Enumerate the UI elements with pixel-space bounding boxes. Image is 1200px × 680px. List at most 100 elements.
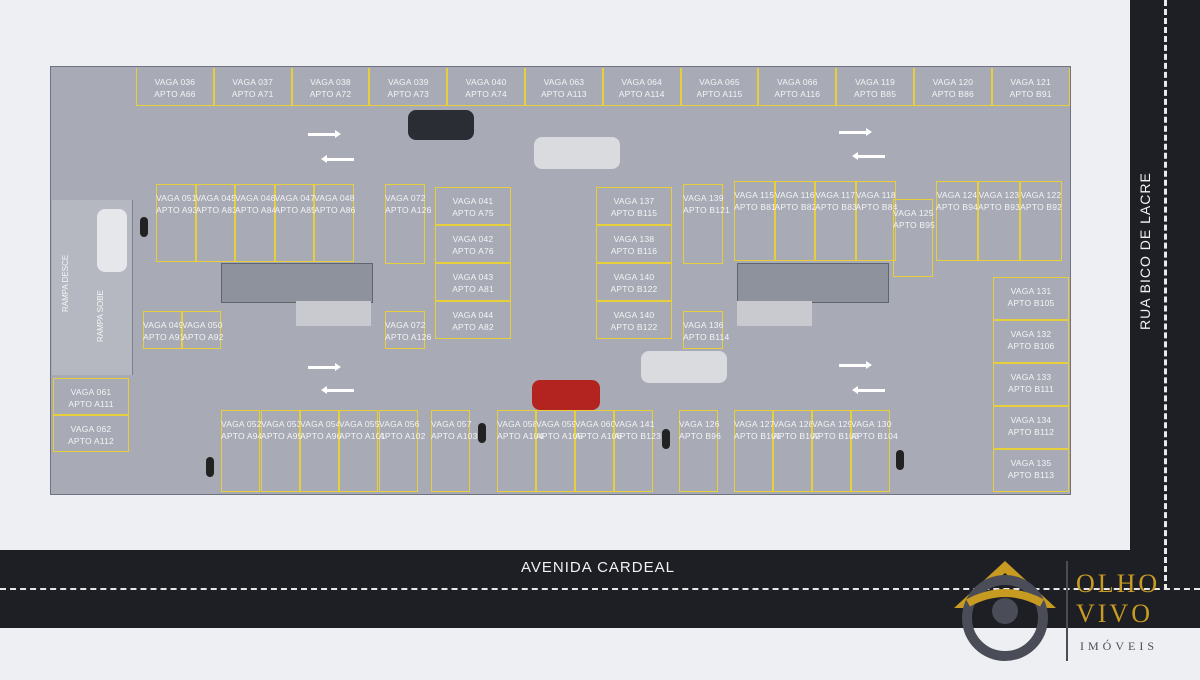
parking-spot — [936, 181, 978, 261]
street-label-avenida: AVENIDA CARDEAL — [521, 559, 675, 576]
parking-spot-label: VAGA 051 APTO A93 — [156, 193, 198, 215]
parking-spot — [855, 181, 896, 261]
parking-spot — [525, 68, 603, 106]
parking-spot — [679, 410, 718, 492]
parking-spot-label: VAGA 132 APTO B106 — [1007, 329, 1055, 351]
parking-spot-label: VAGA 134 APTO B112 — [1007, 415, 1055, 437]
parking-spot-label: VAGA 137 APTO B115 — [610, 196, 658, 218]
parking-spot-label: VAGA 044 APTO A82 — [452, 310, 494, 332]
parking-spot-label: VAGA 038 APTO A72 — [309, 77, 352, 99]
parking-spot-label: VAGA 036 APTO A66 — [154, 77, 196, 99]
parking-spot-label: VAGA 116 APTO B82 — [774, 190, 817, 212]
parking-spot-label: VAGA 060 APTO A106 — [575, 419, 622, 441]
parking-spot-label: VAGA 133 APTO B111 — [1008, 372, 1054, 394]
parking-spot — [683, 311, 723, 349]
parking-spot — [221, 410, 260, 492]
ramp-down-label: RAMPA DESCE — [61, 254, 70, 312]
parking-spot-label: VAGA 125 APTO B95 — [893, 208, 936, 230]
parking-spot-label: VAGA 061 APTO A111 — [68, 387, 114, 409]
parking-spot-label: VAGA 123 APTO B93 — [978, 190, 1021, 212]
parking-spot — [602, 68, 681, 106]
motorcycle-icon — [662, 429, 670, 449]
parking-spot — [435, 187, 511, 225]
parking-spot-label: VAGA 053 APTO A95 — [261, 419, 303, 441]
parking-spot-label: VAGA 119 APTO B85 — [854, 77, 897, 99]
car-icon — [97, 209, 127, 272]
parking-spot-label: VAGA 048 APTO A86 — [314, 193, 356, 215]
traffic-arrow-right — [308, 130, 341, 138]
parking-spot-label: VAGA 130 APTO B104 — [851, 419, 899, 441]
parking-spot-label: VAGA 140 APTO B122 — [610, 272, 658, 294]
parking-spot — [773, 410, 812, 492]
logo-divider — [1066, 561, 1068, 661]
parking-spot-label: VAGA 063 APTO A113 — [540, 77, 587, 99]
parking-spot-label: VAGA 072 APTO A126 — [385, 320, 432, 342]
parking-spot — [596, 187, 672, 225]
parking-spot — [274, 184, 314, 262]
parking-spot-label: VAGA 064 APTO A114 — [618, 77, 665, 99]
parking-spot — [53, 415, 129, 452]
brand-line1: OLHO — [1076, 569, 1161, 598]
parking-spot — [596, 263, 672, 301]
parking-lot: RAMPA DESCE RAMPA SOBE VAGA 036 APTO A66… — [50, 66, 1071, 495]
parking-spot-label: VAGA 049 APTO A91 — [143, 320, 185, 342]
parking-spot — [369, 68, 448, 106]
motorcycle-icon — [140, 217, 148, 237]
parking-spot — [195, 184, 235, 262]
motorcycle-icon — [896, 450, 904, 470]
parking-spot — [213, 68, 292, 106]
parking-spot-label: VAGA 066 APTO A116 — [774, 77, 821, 99]
parking-spot-label: VAGA 050 APTO A92 — [182, 320, 224, 342]
house-eye-icon — [954, 561, 1056, 661]
parking-spot — [1020, 181, 1062, 261]
parking-spot — [758, 68, 837, 106]
motorcycle-icon — [478, 423, 486, 443]
motorcycle-icon — [206, 457, 214, 477]
traffic-arrow-left — [321, 155, 354, 163]
parking-spot — [291, 68, 370, 106]
parking-spot — [851, 410, 890, 492]
parking-spot-label: VAGA 072 APTO A126 — [385, 193, 432, 215]
traffic-arrow-left — [321, 386, 354, 394]
parking-spot-label: VAGA 115 APTO B81 — [734, 190, 777, 212]
parking-spot — [300, 410, 339, 492]
parking-spot — [993, 406, 1069, 449]
parking-spot-label: VAGA 056 APTO A102 — [379, 419, 426, 441]
parking-spot — [993, 449, 1069, 492]
stair-core-right — [737, 263, 889, 303]
traffic-arrow-left — [852, 152, 885, 160]
car-icon — [532, 380, 600, 410]
parking-spot-label: VAGA 054 APTO A96 — [300, 419, 342, 441]
parking-spot — [774, 181, 815, 261]
parking-spot — [836, 68, 914, 106]
car-icon — [534, 137, 620, 169]
parking-spot-label: VAGA 045 APTO A83 — [195, 193, 238, 215]
parking-spot-label: VAGA 135 APTO B113 — [1007, 458, 1055, 480]
parking-spot — [447, 68, 525, 106]
parking-spot-label: VAGA 138 APTO B116 — [610, 234, 658, 256]
parking-spot-label: VAGA 140 APTO B122 — [610, 310, 658, 332]
parking-spot — [143, 311, 182, 349]
street-label-rua: RUA BICO DE LACRE — [1137, 172, 1153, 330]
parking-spot-label: VAGA 126 APTO B96 — [679, 419, 722, 441]
parking-spot-label: VAGA 131 APTO B105 — [1007, 286, 1055, 308]
parking-spot — [680, 68, 759, 106]
parking-spot — [993, 363, 1069, 406]
parking-spot-label: VAGA 047 APTO A85 — [274, 193, 317, 215]
parking-spot — [136, 68, 214, 106]
parking-spot — [156, 184, 196, 262]
traffic-arrow-right — [839, 128, 872, 136]
parking-spot-label: VAGA 121 APTO B91 — [1009, 77, 1052, 99]
parking-spot — [261, 410, 300, 492]
parking-spot — [314, 184, 354, 262]
parking-spot — [614, 410, 653, 492]
parking-spot — [536, 410, 575, 492]
parking-spot — [815, 181, 856, 261]
parking-spot — [435, 263, 511, 301]
core-landing-right — [737, 301, 812, 326]
parking-spot — [379, 410, 418, 492]
parking-spot-label: VAGA 127 APTO B101 — [734, 419, 782, 441]
parking-spot — [497, 410, 536, 492]
parking-spot — [993, 320, 1069, 363]
parking-spot — [53, 378, 129, 415]
